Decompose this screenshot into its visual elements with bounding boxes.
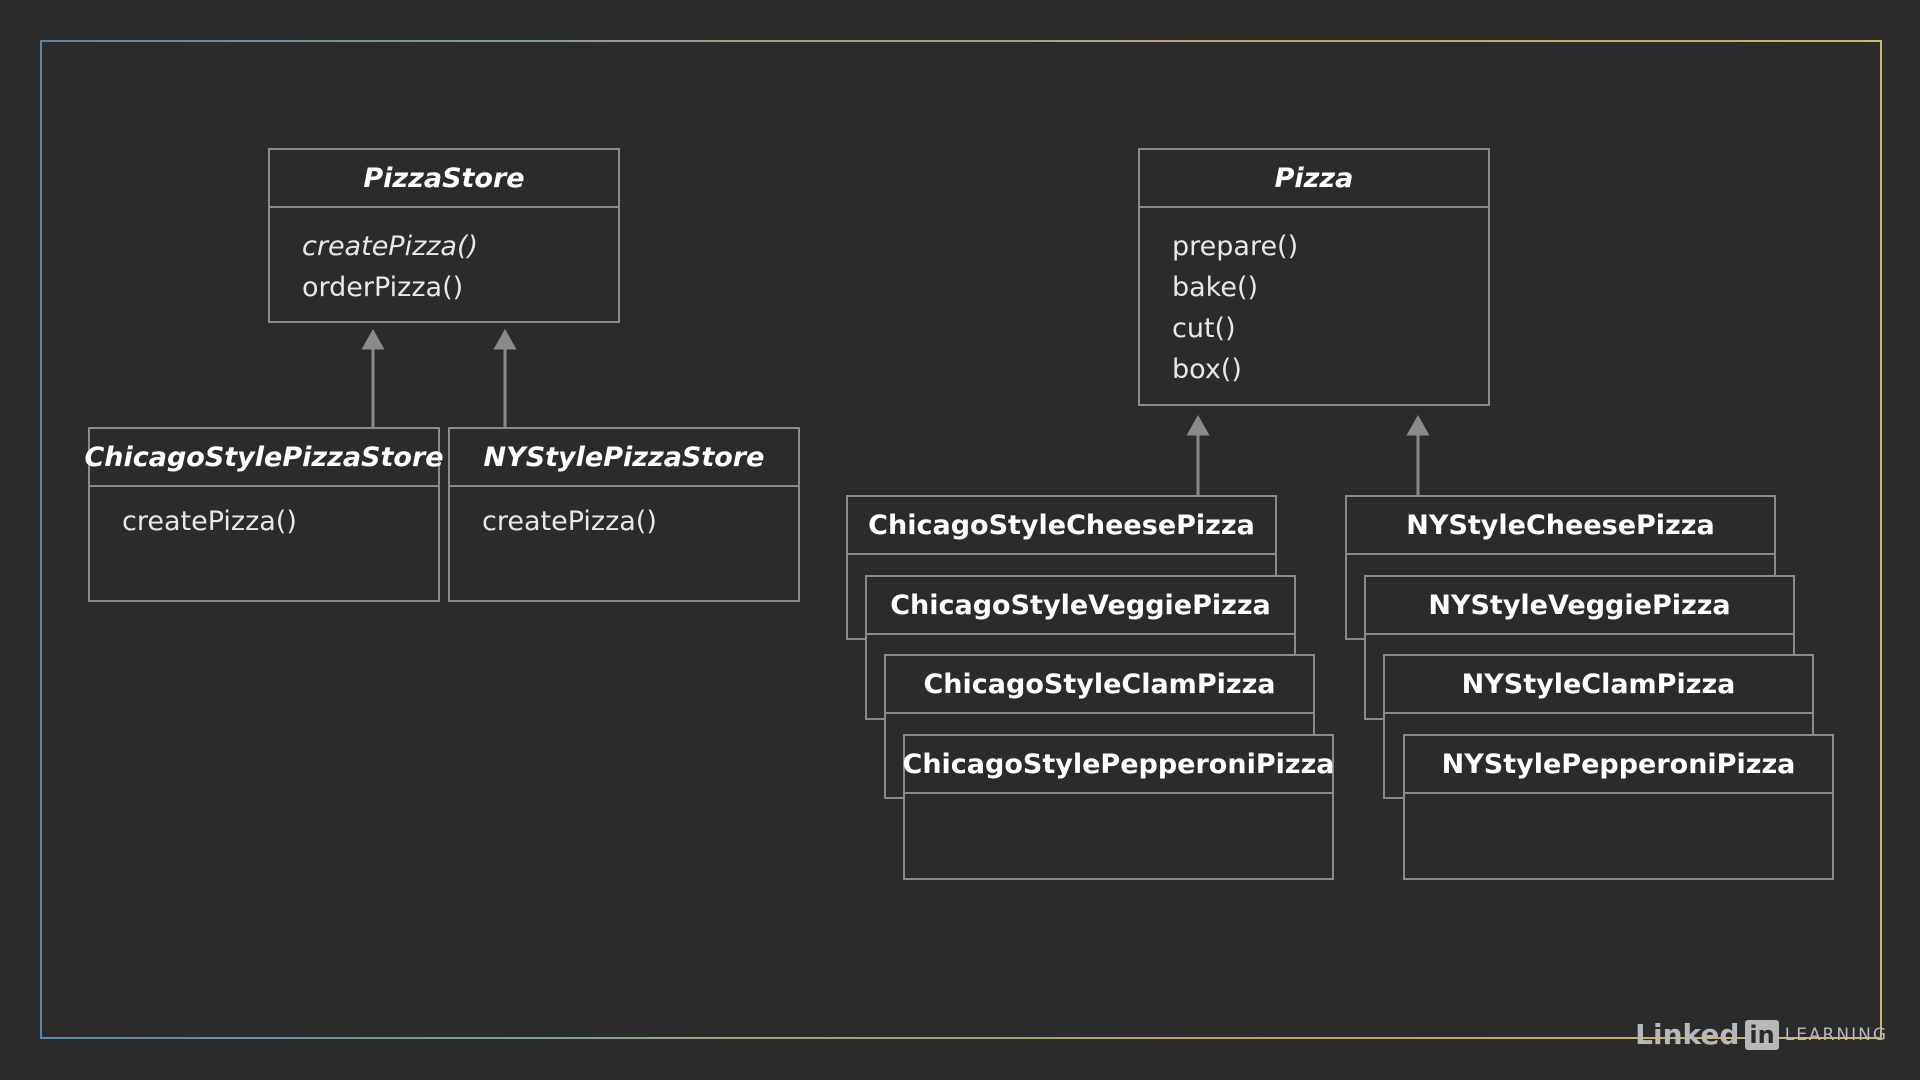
logo-linked-text: Linked — [1635, 1018, 1740, 1051]
class-name: ChicagoStyleCheesePizza — [848, 497, 1275, 555]
pizza-class: Pizza prepare() bake() cut() box() — [1138, 148, 1490, 406]
arrowhead-chicago-store — [361, 328, 385, 350]
class-name: NYStylePepperoniPizza — [1405, 736, 1832, 794]
pizza-store-class: PizzaStore createPizza() orderPizza() — [268, 148, 620, 323]
class-name: NYStyleClamPizza — [1385, 656, 1812, 714]
class-name: ChicagoStylePizzaStore — [84, 429, 444, 487]
method-order-pizza: orderPizza() — [302, 272, 464, 303]
method-create-pizza: createPizza() — [122, 506, 297, 537]
class-name: ChicagoStyleClamPizza — [886, 656, 1313, 714]
class-name: NYStyleCheesePizza — [1347, 497, 1774, 555]
method-create-pizza: createPizza() — [302, 231, 479, 262]
chicago-store-class: ChicagoStylePizzaStore createPizza() — [84, 427, 444, 602]
method-cut: cut() — [1172, 313, 1236, 344]
method-create-pizza: createPizza() — [482, 506, 657, 537]
linkedin-learning-logo: Linked in LEARNING — [1635, 1018, 1888, 1051]
method-bake: bake() — [1172, 272, 1259, 303]
logo-in-badge: in — [1745, 1019, 1779, 1050]
class-name: ChicagoStyleVeggiePizza — [867, 577, 1294, 635]
arrowhead-ny-store — [493, 328, 517, 350]
chicago-pepperoni-pizza-class: ChicagoStylePepperoniPizza — [903, 734, 1335, 880]
ny-store-class: NYStylePizzaStore createPizza() — [448, 427, 800, 602]
ny-pepperoni-pizza-class: NYStylePepperoniPizza — [1403, 734, 1834, 880]
class-name: NYStylePizzaStore — [450, 429, 798, 487]
class-name: NYStyleVeggiePizza — [1366, 577, 1793, 635]
class-name: Pizza — [1140, 150, 1488, 208]
logo-learning-text: LEARNING — [1784, 1024, 1888, 1045]
method-prepare: prepare() — [1172, 231, 1299, 262]
arrowhead-chicago-pizza — [1186, 414, 1210, 436]
arrowhead-ny-pizza — [1406, 414, 1430, 436]
class-name: ChicagoStylePepperoniPizza — [903, 736, 1335, 794]
class-name: PizzaStore — [270, 150, 618, 208]
method-box: box() — [1172, 354, 1242, 385]
